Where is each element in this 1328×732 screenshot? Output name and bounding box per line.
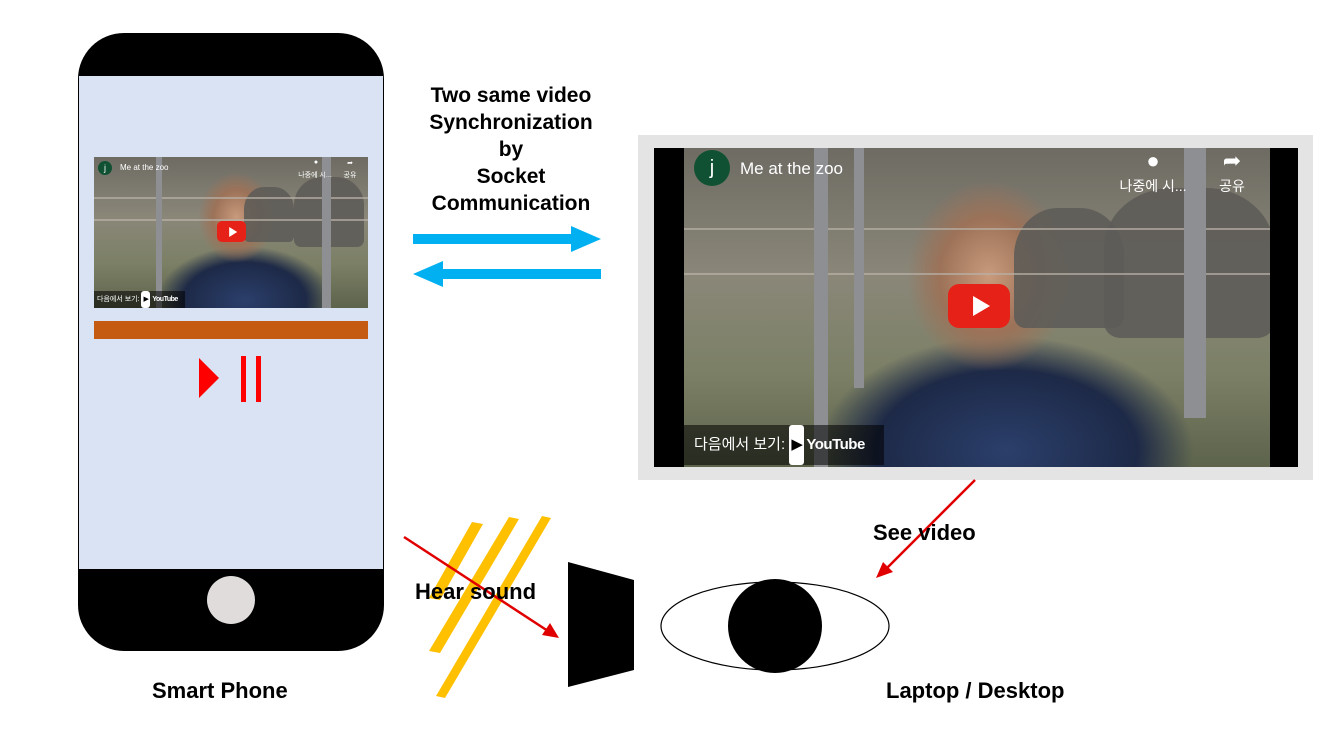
- see-video-label: See video: [873, 520, 976, 545]
- watch-on-youtube: 다음에서 보기: YouTube: [94, 291, 185, 308]
- youtube-logo: YouTube: [141, 296, 178, 303]
- sync-line: by: [498, 138, 524, 161]
- laptop-desktop-label: Laptop / Desktop: [886, 678, 1065, 703]
- watch-later-label: 나중에 시...: [1119, 178, 1187, 194]
- watch-on-label: 다음에서 보기:: [97, 296, 140, 303]
- laptop-video-thumbnail: j Me at the zoo ● 나중에 시... ➦ 공유 다음에서 보기:…: [684, 148, 1270, 467]
- youtube-logo: YouTube: [789, 436, 865, 453]
- share-arrow-icon: ➦: [1222, 148, 1242, 173]
- progress-bar: [94, 321, 368, 339]
- clock-icon: ●: [313, 159, 319, 166]
- sync-line: Socket: [476, 165, 546, 188]
- home-button: [207, 576, 255, 624]
- share-label: 공유: [1219, 178, 1245, 194]
- watch-on-label: 다음에서 보기:: [694, 436, 786, 453]
- video-title: Me at the zoo: [740, 159, 844, 178]
- share-label: 공유: [343, 172, 357, 179]
- sound-wave-icon: [429, 516, 551, 698]
- smart-phone-label: Smart Phone: [152, 678, 288, 703]
- sync-line: Communication: [431, 192, 591, 215]
- ear-icon: [568, 562, 634, 687]
- share-arrow-icon: ➦: [347, 160, 353, 167]
- watch-on-youtube: 다음에서 보기: YouTube: [684, 425, 884, 465]
- sync-line: Synchronization: [429, 111, 593, 134]
- sync-line: Two same video: [430, 84, 592, 107]
- video-title: Me at the zoo: [120, 163, 169, 172]
- arrow-left-icon: [413, 261, 601, 287]
- eye-pupil: [728, 579, 822, 673]
- hear-sound-label: Hear sound: [415, 579, 537, 604]
- youtube-play-icon: [948, 284, 1010, 328]
- eye-outline: [660, 581, 890, 671]
- phone-video-thumbnail: j Me at the zoo ● 나중에 시... ➦ 공유 다음에서 보기:…: [94, 157, 368, 308]
- channel-avatar: j: [694, 150, 730, 186]
- clock-icon: ●: [1146, 148, 1160, 173]
- channel-avatar: j: [98, 161, 112, 175]
- youtube-play-icon: [217, 221, 246, 242]
- sync-description: Two same video Synchronization by Socket…: [396, 82, 626, 217]
- arrow-right-icon: [413, 226, 601, 252]
- watch-later-label: 나중에 시...: [298, 172, 332, 179]
